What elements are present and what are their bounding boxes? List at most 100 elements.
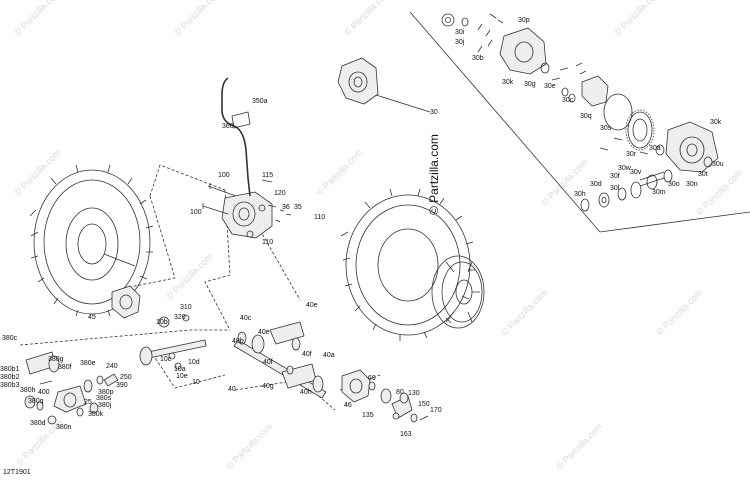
callout-label: 30w: [618, 165, 632, 172]
callout-label: 380c: [2, 335, 18, 342]
watermark-text: © Partzilla.com: [172, 0, 222, 37]
callout-label: 40e: [258, 329, 270, 336]
callout-label: 390: [116, 382, 128, 389]
callout-label: 150: [418, 401, 430, 408]
watermark-text: © Partzilla.com: [554, 421, 604, 471]
pinion-shaft: [639, 171, 665, 187]
callout-label: 35: [294, 204, 302, 211]
callout-label: 40f: [302, 351, 312, 358]
callout-label: 10d: [188, 359, 200, 366]
housing-bolts: [477, 13, 649, 155]
callout-label: 40c: [240, 315, 252, 322]
callout-label: 40f: [263, 359, 273, 366]
watermark-text: © Partzilla.com: [499, 287, 549, 337]
watermark-text: © Partzilla.com: [654, 287, 704, 337]
callout-label: 380s: [96, 395, 112, 402]
callout-label: 30o: [668, 181, 680, 188]
callout-label: 380h: [20, 387, 36, 394]
wheel-rim: [431, 255, 485, 329]
callout-label: 30d: [590, 181, 602, 188]
front-differential: [221, 191, 273, 239]
front-diff-studs: [267, 204, 292, 223]
front-drive-shaft: [139, 314, 207, 370]
callout-label: 10a: [174, 366, 186, 373]
callout-label: 10e: [176, 373, 188, 380]
callout-label: 60: [368, 375, 376, 382]
callout-label: 80: [396, 389, 404, 396]
callout-label: 30: [430, 109, 438, 116]
callout-label: 163: [400, 431, 412, 438]
callout-label: 30n: [686, 181, 698, 188]
callout-label: 110: [262, 239, 273, 246]
callout-label: 380b2: [0, 374, 20, 381]
callout-label: 30q: [580, 113, 592, 120]
callout-label: 30b: [472, 55, 484, 62]
vent-hose: [221, 77, 251, 197]
callout-label: 30v: [630, 169, 642, 176]
callout-label: 400: [38, 389, 50, 396]
callout-label: 30r: [626, 151, 637, 158]
callout-label: 30k: [710, 119, 722, 126]
callout-label: 46: [344, 402, 352, 409]
callout-label: 350a: [252, 98, 268, 105]
callout-label: 310: [180, 304, 192, 311]
callout-label: 380e: [80, 360, 96, 367]
callout-label: 120: [274, 190, 286, 197]
callout-label: 36: [282, 204, 290, 211]
callout-label: 240: [106, 363, 118, 370]
callout-label: 40b: [232, 338, 244, 345]
bearing-washers: [441, 13, 713, 212]
callout-label: 380b1: [0, 366, 20, 373]
callout-label: 250: [120, 374, 132, 381]
callout-label: 40: [228, 386, 236, 393]
diagram-code: 12T1901: [3, 469, 31, 476]
callout-label: 30p: [518, 17, 530, 24]
callout-label: 380d: [30, 420, 46, 427]
cv-axle: [233, 321, 327, 399]
rear-diff-housing: [337, 57, 379, 105]
callout-label: 30e: [544, 83, 556, 90]
o-ring: [603, 93, 633, 131]
watermark-text: © Partzilla.com: [342, 0, 392, 37]
callout-label: 30g: [524, 81, 536, 88]
ring-gear: [625, 109, 655, 151]
front-diff-bolt: [202, 179, 273, 215]
watermark-text: © Partzilla.com: [539, 157, 589, 207]
callout-label: 100: [190, 209, 202, 216]
callout-label: 30k: [502, 79, 514, 86]
callout-label: 25: [84, 399, 92, 406]
callout-label: 380b3: [0, 382, 20, 389]
watermark-text: © Partzilla.com: [224, 421, 274, 471]
callout-label: 30i: [455, 29, 465, 36]
diff-carrier: [581, 75, 609, 107]
callout-label: 30s: [600, 125, 612, 132]
callout-label: 380n: [56, 424, 72, 431]
steering-knuckle-left: [111, 285, 141, 319]
callout-label: 380q: [28, 398, 44, 405]
callout-label: 135: [362, 412, 374, 419]
callout-label: 360: [222, 123, 234, 130]
rear-diff-cover: [499, 27, 547, 75]
callout-label: 40g: [262, 383, 274, 390]
callout-label: 40a: [323, 352, 335, 359]
watermark-text: © Partzilla.com: [12, 0, 62, 37]
callout-label: 10c: [160, 356, 172, 363]
rear-diff-main-housing: [665, 121, 719, 173]
callout-label: 10b: [156, 319, 168, 326]
callout-label: 380g: [48, 356, 64, 363]
callout-label: 170: [430, 407, 442, 414]
watermark-text: © Partzilla.com: [12, 147, 62, 197]
hub-assembly-right: [368, 381, 429, 423]
callout-label: 130: [408, 390, 420, 397]
callout-label: 320: [174, 314, 186, 321]
callout-label: 30f: [610, 173, 620, 180]
watermark-text: © Partzilla.com: [612, 0, 662, 37]
watermark-text: © Partzilla.com: [164, 251, 214, 301]
callout-label: 10: [192, 379, 200, 386]
callout-label: 115: [262, 172, 273, 179]
callout-label: 100: [218, 172, 230, 179]
callout-label: 380p: [98, 389, 114, 396]
right-wheel-tire: [340, 188, 475, 341]
watermark-text: © Partzilla.com: [314, 147, 364, 197]
